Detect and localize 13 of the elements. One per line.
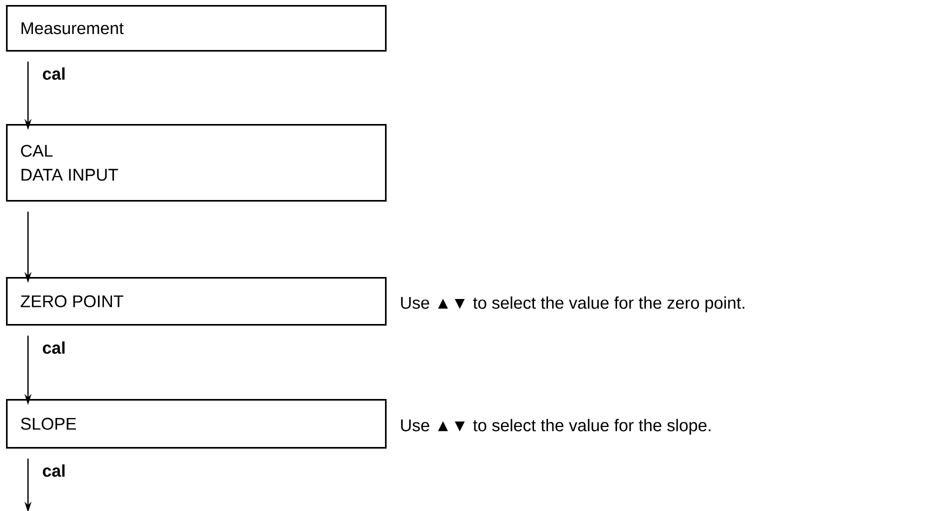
instruction-text: Use ▲▼ to select the value for the zero point.: [401, 296, 744, 312]
display-box: [6, 5, 387, 52]
edge-label: cal: [42, 464, 65, 477]
display-text: SLOPE: [20, 418, 76, 430]
edge-label: cal: [42, 67, 65, 80]
instruction-text: Use ▲▼ to select the value for the slope.: [401, 418, 710, 435]
display-text: CAL DATA INPUT: [21, 144, 118, 181]
display-text: ZERO POINT: [20, 295, 124, 308]
display-box: [6, 277, 387, 326]
display-box: [6, 399, 387, 449]
display-text: Measurement: [22, 22, 124, 34]
display-box: [6, 124, 387, 202]
edge-label: cal: [42, 341, 65, 354]
